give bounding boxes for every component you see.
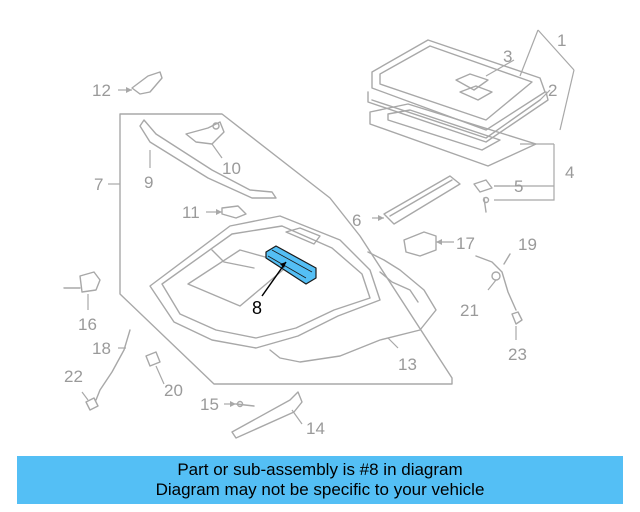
- callout-4: 4: [565, 163, 574, 182]
- knob-part: [145, 351, 161, 367]
- callout-2: 2: [548, 81, 557, 100]
- rod-part: [95, 329, 131, 401]
- banner-line-1: Part or sub-assembly is #8 in diagram: [177, 460, 463, 479]
- drain-hose-part: [269, 251, 437, 363]
- callout-10: 10: [222, 159, 241, 178]
- glass-panel-part: [371, 39, 546, 131]
- callout-6: 6: [352, 211, 361, 230]
- callout-3: 3: [503, 47, 512, 66]
- callout-9: 9: [144, 173, 153, 192]
- cable-part: [475, 253, 523, 325]
- switch-part: [63, 271, 101, 293]
- motor-part: [403, 231, 437, 257]
- callout-19: 19: [518, 235, 537, 254]
- callout-21: 21: [460, 301, 479, 320]
- bracket-part-12: [131, 71, 163, 95]
- rail-part: [383, 175, 461, 225]
- leader-8: [261, 261, 287, 297]
- callout-15: 15: [200, 395, 219, 414]
- callout-20: 20: [164, 381, 183, 400]
- screw-part: [235, 400, 255, 408]
- clip-part-11: [221, 205, 247, 219]
- sunshade-part: [369, 103, 537, 167]
- panel-frame-part: [367, 91, 549, 143]
- callout-7: 7: [94, 175, 103, 194]
- grommet-part: [85, 397, 99, 411]
- callout-22: 22: [64, 367, 83, 386]
- callout-14: 14: [306, 419, 325, 438]
- frame-part: [149, 215, 381, 349]
- info-banner: Part or sub-assembly is #8 in diagram Di…: [17, 456, 623, 504]
- banner-line-2: Diagram may not be specific to your vehi…: [155, 480, 485, 499]
- highlighted-part-8[interactable]: [265, 245, 317, 285]
- deflector-part: [139, 119, 277, 199]
- callout-8[interactable]: 8: [252, 298, 262, 318]
- assembly-group-outline: [119, 113, 453, 385]
- callout-17: 17: [456, 234, 475, 253]
- callout-13: 13: [398, 355, 417, 374]
- callout-1: 1: [557, 31, 566, 50]
- rail-part-14: [231, 391, 303, 439]
- callout-5: 5: [514, 177, 523, 196]
- clip-part: [473, 179, 493, 213]
- callout-18: 18: [92, 339, 111, 358]
- motor-bracket-part: [185, 121, 225, 145]
- callout-11: 11: [182, 203, 200, 222]
- callout-12: 12: [92, 81, 111, 100]
- callout-16: 16: [78, 315, 97, 334]
- callout-23: 23: [508, 345, 527, 364]
